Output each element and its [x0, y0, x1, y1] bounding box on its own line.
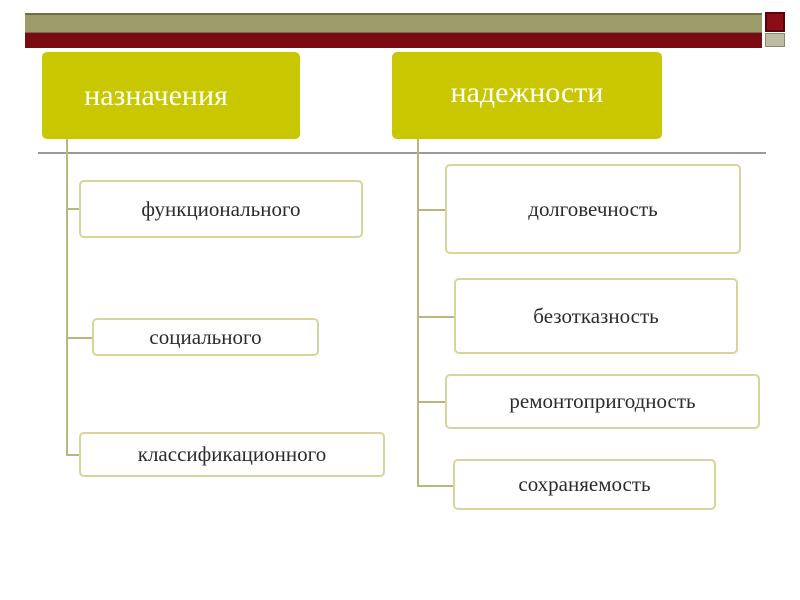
- left-connector-trunk: [66, 139, 68, 455]
- corner-square-red: [765, 12, 785, 32]
- box-social: социального: [92, 318, 319, 356]
- header-naznacheniya-label: назначения: [84, 78, 228, 112]
- box-reliability-label: безотказность: [533, 303, 659, 328]
- left-connector-3: [66, 454, 79, 456]
- title-bar-red: [25, 33, 762, 48]
- box-classification-label: классификационного: [137, 442, 327, 466]
- box-durability-label: долговечность: [528, 196, 658, 221]
- right-connector-1: [417, 209, 445, 211]
- right-connector-3: [417, 401, 445, 403]
- box-social-label: социального: [149, 324, 262, 349]
- header-nadezhnosti-label: надежности: [450, 75, 604, 109]
- box-functional-label: функционального: [141, 196, 301, 221]
- left-connector-1: [66, 208, 79, 210]
- separator-line: [38, 152, 766, 154]
- box-durability: долговечность: [445, 164, 741, 254]
- box-preservability-label: сохраняемость: [518, 472, 651, 496]
- header-naznacheniya: назначения: [42, 52, 300, 139]
- box-maintainability-label: ремонтопригодность: [509, 389, 696, 413]
- right-connector-4: [417, 485, 453, 487]
- box-preservability: сохраняемость: [453, 459, 716, 510]
- right-connector-2: [417, 316, 454, 318]
- box-functional: функционального: [79, 180, 363, 238]
- box-maintainability: ремонтопригодность: [445, 374, 760, 429]
- title-bar-olive: [25, 13, 762, 33]
- header-nadezhnosti: надежности: [392, 52, 662, 139]
- box-reliability: безотказность: [454, 278, 738, 354]
- box-classification: классификационного: [79, 432, 385, 477]
- corner-square-gray: [765, 33, 785, 47]
- right-connector-trunk: [417, 139, 419, 486]
- left-connector-2: [66, 337, 92, 339]
